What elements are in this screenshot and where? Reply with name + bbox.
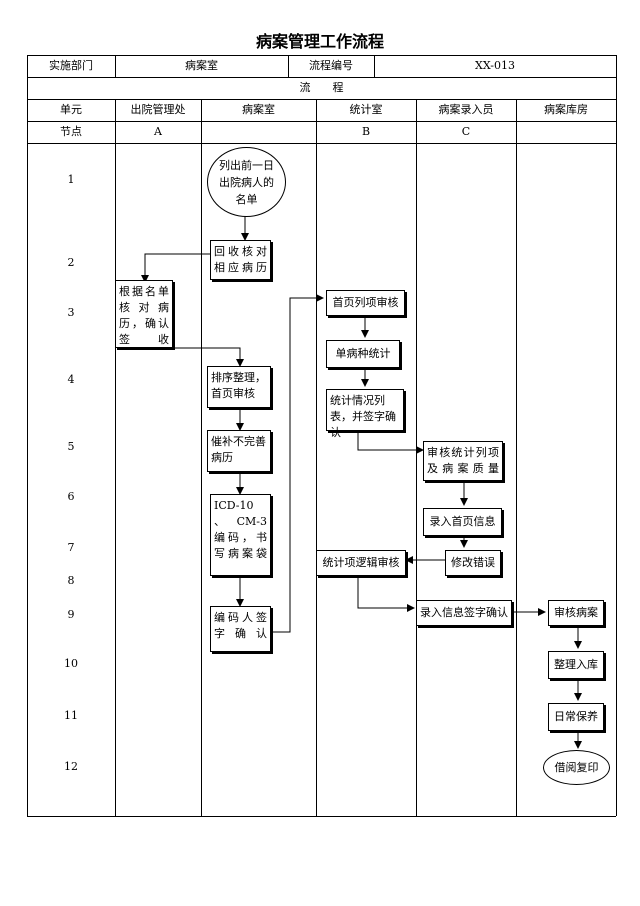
step-borrow-copy: 借阅复印	[543, 750, 610, 785]
row-number: 5	[67, 440, 75, 453]
step-logic-review: 统计项逻辑审核	[316, 550, 406, 576]
connector	[357, 431, 424, 454]
step-statistics-table: 统计情况列表，并签字确认	[326, 389, 404, 439]
step-archive: 整理入库	[548, 651, 604, 679]
step-audit-quality: 审核统计列项及病案质量	[423, 441, 503, 481]
connector	[141, 253, 210, 283]
connector	[357, 576, 415, 612]
step-audit-record: 审核病案	[548, 600, 604, 626]
row-number: 6	[67, 490, 75, 503]
code-value: XX-013	[475, 59, 515, 72]
step-collect-check-records: 回收核对相应病历	[210, 240, 271, 280]
step-maintenance: 日常保养	[548, 703, 604, 731]
dept-label: 实施部门	[49, 59, 93, 72]
unit-header: 统计室	[349, 103, 383, 116]
page-title: 病案管理工作流程	[255, 32, 384, 51]
node-header: C	[461, 125, 471, 138]
row-number: 10	[64, 657, 78, 670]
unit-header: 病案库房	[544, 103, 588, 116]
row-number: 9	[67, 608, 75, 621]
step-remind-incomplete: 催补不完善病历	[207, 430, 271, 472]
step-icd-coding: ICD-10 、CM-3 编码，书写病案袋	[210, 494, 271, 576]
step-verify-sign-receipt: 根据名单核对病历，确认签收	[115, 280, 173, 348]
node-header: B	[361, 125, 371, 138]
code-label: 流程编号	[309, 59, 353, 72]
row-number: 12	[64, 760, 78, 773]
row-number: 8	[67, 574, 75, 587]
row-number: 11	[64, 709, 78, 722]
row-number: 4	[67, 373, 75, 386]
connector	[172, 338, 244, 367]
step-coder-sign: 编码人签字确认	[210, 606, 271, 652]
unit-label: 单元	[60, 103, 82, 116]
step-enter-front-page: 录入首页信息	[423, 508, 502, 536]
row-number: 1	[67, 173, 75, 186]
connector	[271, 294, 324, 633]
dept-value: 病案室	[185, 59, 218, 72]
node-label: 节点	[60, 125, 82, 138]
flow-label: 流 程	[299, 81, 344, 94]
unit-header: 出院管理处	[130, 103, 186, 116]
step-sort-review: 排序整理，首页审核	[207, 366, 271, 408]
unit-header: 病案室	[242, 103, 275, 116]
row-number: 2	[67, 256, 75, 269]
step-front-page-review: 首页列项审核	[326, 290, 405, 316]
step-list-discharged-patients: 列出前一日出院病人的名单	[207, 147, 286, 217]
unit-header: 病案录入员	[438, 103, 494, 116]
step-fix-errors: 修改错误	[445, 550, 501, 576]
row-number: 7	[67, 541, 75, 554]
row-number: 3	[67, 306, 75, 319]
node-header: A	[154, 125, 162, 138]
step-disease-statistics: 单病种统计	[326, 340, 400, 368]
step-entry-sign: 录入信息签字确认	[416, 600, 512, 626]
